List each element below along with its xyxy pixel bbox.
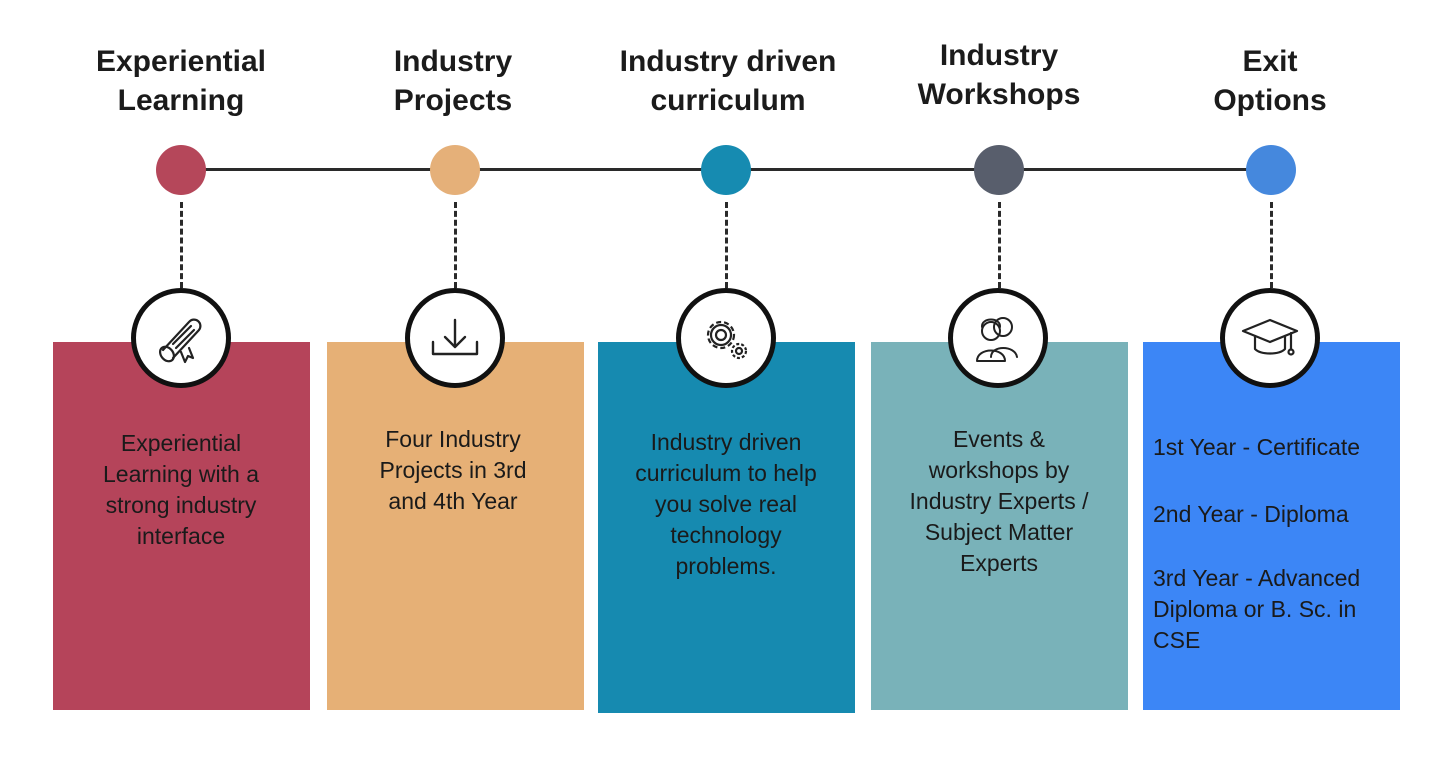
step-4-dot	[974, 145, 1024, 195]
step-5-desc-line-4: Diploma or B. Sc. in	[1153, 596, 1357, 622]
step-4-desc-line-1: Events &	[952, 426, 1046, 452]
step-2-desc-line-2: Projects in 3rd	[379, 457, 527, 483]
diploma-scroll-icon	[159, 318, 202, 364]
step-4-description: Events & workshops by Industry Experts /…	[884, 424, 1114, 579]
step-4-desc-line-4: Subject Matter	[924, 519, 1074, 545]
step-3-title-line-2: curriculum	[650, 84, 806, 117]
step-3-title-line-1: Industry driven	[619, 45, 837, 78]
step-2-icon-circle	[405, 288, 505, 388]
step-1-connector	[180, 202, 183, 288]
step-3-desc-line-1: Industry driven	[650, 429, 802, 455]
step-2-description: Four Industry Projects in 3rd and 4th Ye…	[338, 424, 568, 517]
step-3-description: Industry driven curriculum to help you s…	[611, 427, 841, 582]
step-4-title-line-1: Industry	[939, 39, 1059, 72]
step-5-dot	[1246, 145, 1296, 195]
step-4-title: Industry Workshops	[869, 36, 1129, 114]
step-1-dot	[156, 145, 206, 195]
step-2-dot	[430, 145, 480, 195]
step-3-icon-circle	[676, 288, 776, 388]
step-1-title-line-2: Learning	[117, 84, 245, 117]
step-1-title: Experiential Learning	[51, 42, 311, 120]
people-icon	[976, 317, 1018, 362]
step-5-icon-circle	[1220, 288, 1320, 388]
step-1-desc-line-1: Experiential	[120, 430, 242, 456]
step-3-desc-line-5: problems.	[675, 553, 777, 579]
step-5-description: 1st Year - Certificate 2nd Year - Diplom…	[1153, 432, 1393, 656]
step-4-icon-circle	[948, 288, 1048, 388]
step-5-card	[1143, 342, 1400, 710]
step-2-title: Industry Projects	[323, 42, 583, 120]
step-4-connector	[998, 202, 1001, 288]
step-3-desc-line-3: you solve real	[655, 491, 797, 517]
step-4-desc-line-2: workshops by	[928, 457, 1070, 483]
step-3-desc-line-2: curriculum to help	[635, 460, 817, 486]
step-3-title: Industry driven curriculum	[583, 42, 873, 120]
step-3-dot	[701, 145, 751, 195]
step-4-desc-line-5: Experts	[960, 550, 1038, 576]
gears-icon	[706, 320, 748, 360]
step-2-desc-line-1: Four Industry	[385, 426, 521, 452]
step-5-desc-line-5: CSE	[1153, 627, 1201, 653]
step-1-card	[53, 342, 310, 710]
step-1-desc-line-3: strong industry	[105, 492, 257, 518]
step-3-card	[598, 342, 855, 713]
step-5-desc-line-1: 1st Year - Certificate	[1153, 434, 1361, 460]
step-2-card	[327, 342, 584, 710]
step-1-description: Experiential Learning with a strong indu…	[66, 428, 296, 552]
step-4-card	[871, 342, 1128, 710]
step-3-desc-line-4: technology	[670, 522, 782, 548]
step-5-title: Exit Options	[1140, 42, 1400, 120]
step-2-desc-line-3: and 4th Year	[388, 488, 518, 514]
step-5-title-line-2: Options	[1213, 84, 1327, 117]
step-1-title-line-1: Experiential	[95, 45, 267, 78]
step-1-desc-line-4: interface	[136, 523, 226, 549]
step-2-connector	[454, 202, 457, 288]
step-1-icon-circle	[131, 288, 231, 388]
step-5-desc-line-2: 2nd Year - Diploma	[1153, 501, 1349, 527]
step-2-title-line-1: Industry	[393, 45, 513, 78]
step-3-connector	[725, 202, 728, 288]
step-1-desc-line-2: Learning with a	[103, 461, 259, 487]
step-2-title-line-2: Projects	[393, 84, 513, 117]
step-5-desc-line-3: 3rd Year - Advanced	[1153, 565, 1361, 591]
step-4-desc-line-3: Industry Experts /	[909, 488, 1089, 514]
step-4-title-line-2: Workshops	[917, 78, 1081, 111]
download-icon	[431, 318, 479, 356]
step-5-connector	[1270, 202, 1273, 288]
step-5-title-line-1: Exit	[1242, 45, 1298, 78]
graduation-cap-icon	[1241, 318, 1299, 356]
